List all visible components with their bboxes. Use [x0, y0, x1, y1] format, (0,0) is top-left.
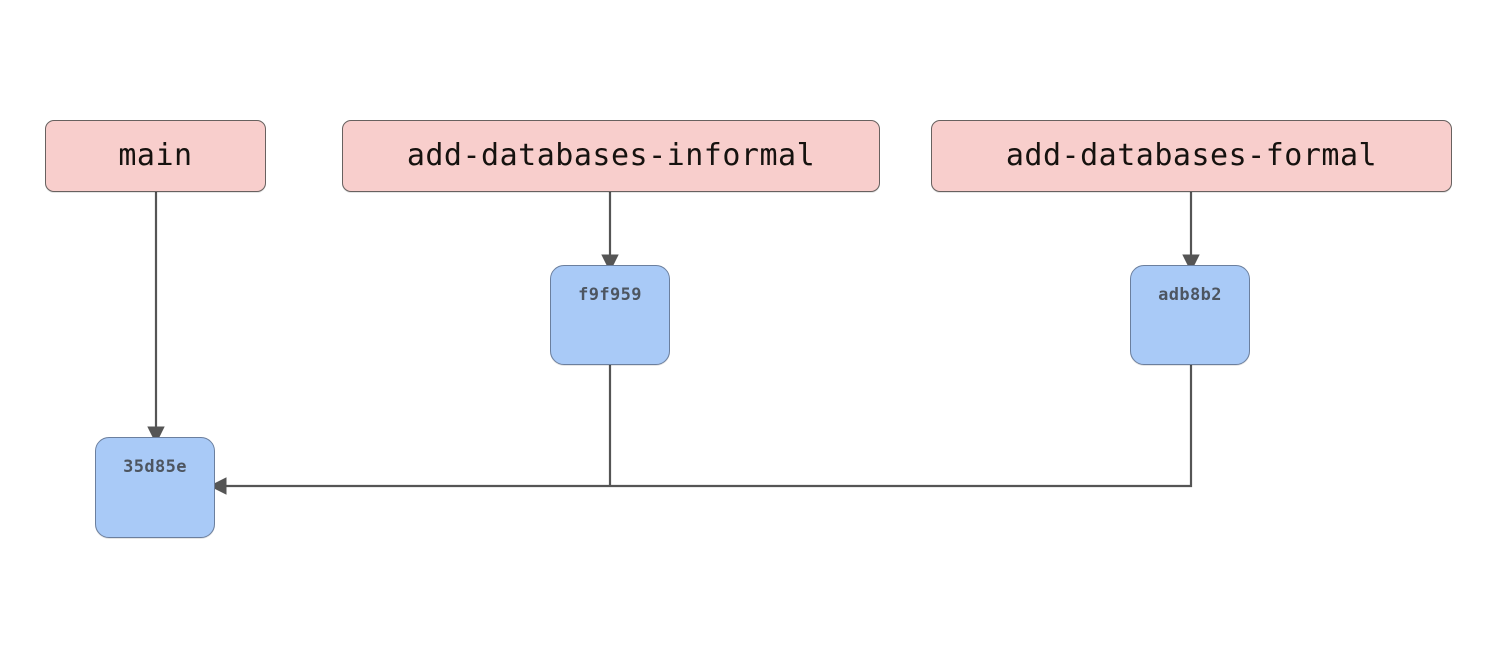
branch-node-label: add-databases-informal [406, 138, 816, 173]
edge-path [209, 365, 1193, 495]
branch-node-add-databases-informal[interactable]: add-databases-informal [342, 120, 880, 192]
commit-node-f9f959[interactable]: f9f959 [550, 265, 670, 365]
branch-node-label: add-databases-formal [1005, 138, 1378, 173]
commit-node-35d85e[interactable]: 35d85e [95, 437, 215, 538]
commit-node-adb8b2[interactable]: adb8b2 [1130, 265, 1250, 365]
commit-node-label: f9f959 [578, 285, 642, 305]
commit-node-label: 35d85e [123, 457, 187, 477]
branch-node-add-databases-formal[interactable]: add-databases-formal [931, 120, 1452, 192]
branch-node-main[interactable]: main [45, 120, 266, 192]
edge-adb8b2-to-35d85e [209, 365, 1193, 495]
commit-node-label: adb8b2 [1158, 285, 1222, 305]
branch-node-label: main [118, 138, 193, 173]
